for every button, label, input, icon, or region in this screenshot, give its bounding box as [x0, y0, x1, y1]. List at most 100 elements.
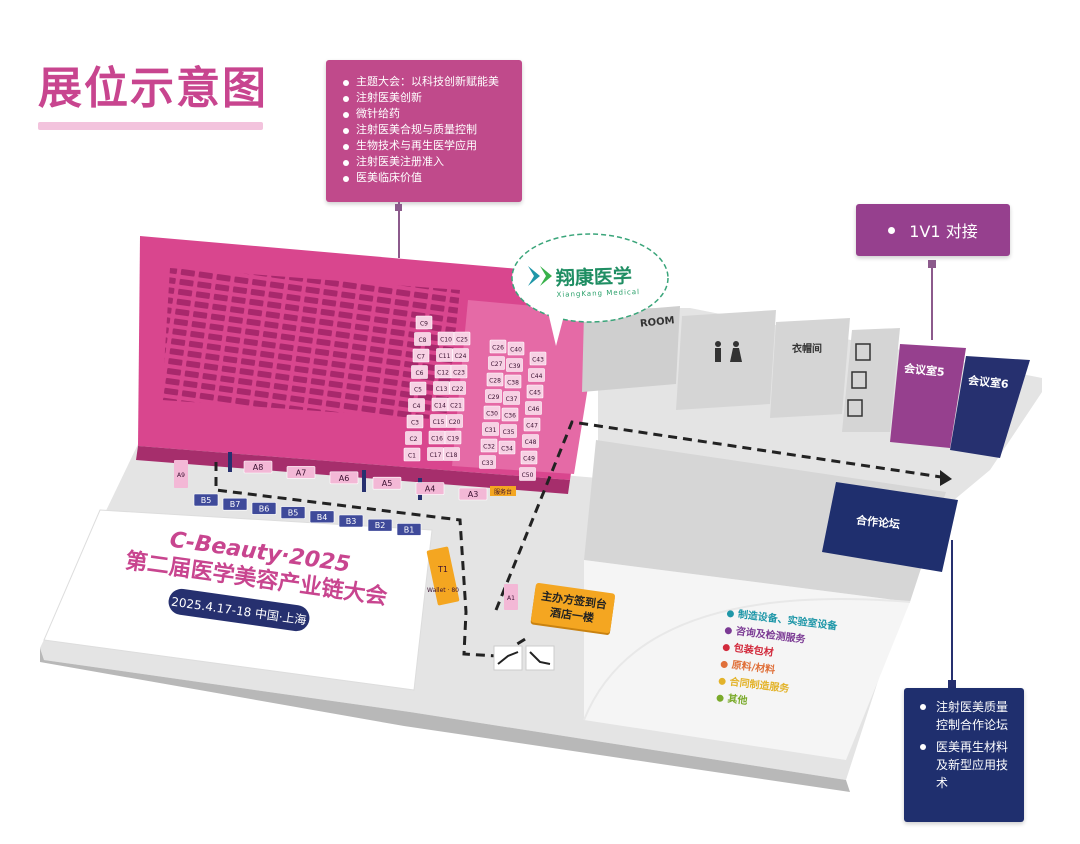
booth-c[interactable] [507, 341, 525, 356]
booth-c-label: C21 [450, 403, 462, 410]
booth-b[interactable] [251, 502, 277, 515]
topics-connector-dot [395, 204, 402, 211]
booth-b-label: B2 [375, 521, 386, 530]
booth-c[interactable] [414, 332, 431, 346]
booth-c[interactable] [444, 430, 462, 445]
booth-c-label: C40 [510, 347, 522, 354]
meeting-room-6 [950, 356, 1030, 458]
legend-dot [726, 609, 735, 618]
booth-c[interactable] [526, 384, 544, 399]
elevator-icon [847, 343, 871, 417]
booth-c[interactable] [523, 417, 541, 432]
booth-a9-label: A9 [177, 472, 185, 479]
booth-b[interactable] [280, 506, 306, 519]
booth-c[interactable] [482, 422, 499, 436]
booth-c[interactable] [483, 405, 501, 420]
booth-a[interactable] [286, 466, 316, 479]
booth-c[interactable] [503, 391, 520, 405]
booth-c[interactable] [480, 438, 498, 453]
booth-b[interactable] [222, 497, 248, 511]
booth-c-label: C44 [531, 373, 543, 380]
booth-c[interactable] [522, 434, 539, 448]
exhibit-floor [584, 560, 910, 760]
booth-a[interactable] [372, 476, 402, 490]
one-v-one-label: 1V1 对接 [909, 222, 978, 241]
cloakroom [770, 318, 850, 418]
booth-c[interactable] [486, 372, 504, 387]
forum-room [822, 482, 958, 572]
booth-c[interactable] [408, 398, 425, 412]
booth-b[interactable] [338, 514, 364, 528]
booth-c[interactable] [411, 365, 428, 379]
restroom [676, 310, 776, 410]
booth-c[interactable] [500, 424, 517, 438]
topic-item: 生物技术与再生医学应用 [340, 138, 512, 154]
booth-c-label: C38 [507, 380, 519, 387]
booth-c-label: C43 [532, 357, 544, 364]
restroom-icon [715, 341, 742, 362]
floor-edge [40, 648, 850, 792]
booth-c[interactable] [446, 414, 463, 428]
booth-b[interactable] [396, 523, 422, 536]
booth-c[interactable] [443, 447, 460, 461]
booth-c-label: C39 [509, 363, 521, 370]
booth-c[interactable] [519, 467, 536, 481]
booth-c[interactable] [498, 440, 516, 455]
booth-c[interactable] [501, 407, 519, 422]
booth-a[interactable] [458, 487, 488, 501]
booth-c-label: C1 [408, 453, 416, 460]
booth-c[interactable] [485, 389, 502, 403]
route-arrow [940, 470, 952, 486]
booth-c-label: C30 [486, 411, 498, 418]
booth-b-label: B5 [201, 496, 212, 505]
booth-c[interactable] [525, 401, 542, 415]
booth-c[interactable] [520, 450, 538, 465]
booth-c[interactable] [504, 374, 522, 389]
forum-connector [948, 540, 956, 688]
main-hall-edge [136, 446, 570, 494]
booth-c[interactable] [489, 339, 507, 354]
booth-a1[interactable] [504, 584, 518, 610]
booth-c[interactable] [479, 455, 496, 469]
booth-c[interactable] [528, 368, 545, 382]
legend-dot [720, 660, 729, 669]
booth-a[interactable] [415, 482, 445, 495]
booth-c[interactable] [447, 397, 465, 412]
booth-c[interactable] [406, 414, 424, 429]
c-booth-grid: C9C8C7C6C5C4C3C2C1C10C11C12C13C14C15C16C… [403, 315, 547, 481]
booth-c[interactable] [506, 358, 523, 372]
booth-c[interactable] [412, 348, 430, 363]
booth-c[interactable] [403, 447, 421, 462]
booth-a[interactable] [329, 471, 359, 485]
booth-a9[interactable] [174, 460, 188, 488]
booth-c[interactable] [415, 315, 433, 330]
booth-c-label: C26 [492, 345, 504, 352]
booth-c-label: C47 [526, 423, 538, 430]
booth-a[interactable] [243, 460, 273, 474]
booth-c-label: C10 [440, 337, 452, 344]
booth-c-label: C19 [447, 436, 459, 443]
booth-c[interactable] [453, 331, 471, 346]
booth-c-label: C12 [437, 370, 449, 377]
booth-b[interactable] [193, 493, 219, 507]
booth-c[interactable] [529, 351, 547, 366]
booth-c[interactable] [449, 381, 466, 395]
booth-c[interactable] [488, 356, 505, 370]
legend-label: 其他 [726, 693, 749, 708]
booth-b[interactable] [309, 510, 335, 524]
t1-booth[interactable] [426, 546, 460, 606]
booth-c-label: C8 [418, 337, 426, 344]
booth-b[interactable] [367, 518, 393, 532]
booth-c[interactable] [409, 381, 427, 396]
title-underline [38, 122, 263, 130]
forum-topic-item: 注射医美质量控制合作论坛 [918, 698, 1018, 734]
booth-c-label: C11 [439, 353, 451, 360]
booth-c[interactable] [405, 431, 422, 445]
booth-c[interactable] [450, 364, 468, 379]
topic-item: 微针给药 [340, 106, 512, 122]
topic-item: 注射医美注册准入 [340, 154, 512, 170]
topic-item: 注射医美创新 [340, 90, 512, 106]
booth-a-label: A8 [253, 463, 264, 472]
booth-c[interactable] [452, 348, 469, 362]
